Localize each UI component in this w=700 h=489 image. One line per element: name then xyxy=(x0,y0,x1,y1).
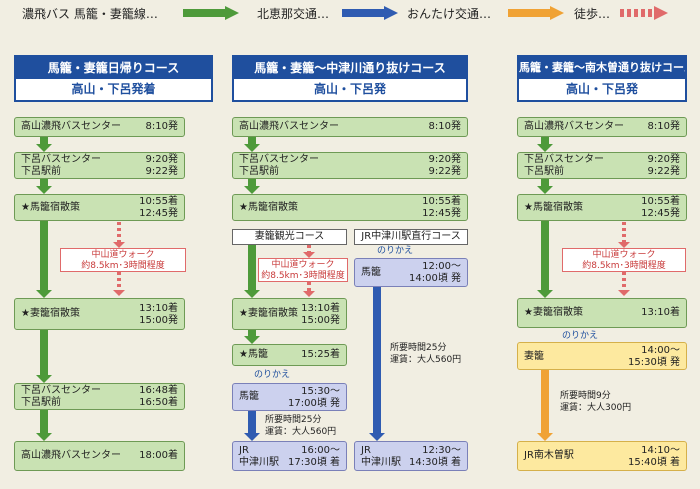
col2-a-arrow-icon xyxy=(244,336,260,344)
col1-arrow-icon xyxy=(36,375,52,383)
col2-a-stop-magome: ★馬籠 15:25着 xyxy=(232,344,347,366)
col3-subtitle: 高山・下呂発 xyxy=(565,82,638,96)
col1-walk-arrow-icon xyxy=(113,242,125,248)
legend-green-arrow-icon xyxy=(183,6,239,20)
col1-stop-gero-return: 下呂バスセンター 下呂駅前 16:48着 16:50着 xyxy=(14,383,185,410)
col1-stop-takayama: 高山濃飛バスセンター 8:10発 xyxy=(14,117,185,137)
col1-arrow-icon xyxy=(36,433,52,441)
col3-arrow-icon xyxy=(537,144,553,152)
col1-connector xyxy=(40,179,48,186)
legend-walk-label: 徒歩… xyxy=(574,7,611,21)
col1-subtitle: 高山・下呂発着 xyxy=(71,82,156,96)
col1-stop-magome: ★馬籠宿散策 10:55着 12:45発 xyxy=(14,194,185,221)
col2-b-stop-nakatsugawa: JR 中津川駅 12:30～ 14:30頃 着 xyxy=(354,441,468,471)
col2-arrow-icon xyxy=(244,186,260,194)
col1-arrow-icon xyxy=(36,290,52,298)
col3-header: 馬籠・妻籠～南木曽通り抜けコース 高山・下呂発 xyxy=(517,55,687,102)
col2-a-connector xyxy=(248,330,256,336)
col2-a-bus-magome: 馬籠 15:30～ 17:00頃 発 xyxy=(232,383,347,411)
col2-walk-box: 中山道ウォーク 約8.5km･3時間程度 xyxy=(258,258,348,282)
legend-orange-arrow-icon xyxy=(508,6,564,20)
col2-walk-line xyxy=(307,282,311,291)
col3-walk-arrow-icon xyxy=(618,290,630,296)
col3-ride-note: 所要時間9分 運賃：大人300円 xyxy=(560,391,632,413)
col1-walk-box: 中山道ウォーク 約8.5km･3時間程度 xyxy=(60,248,186,272)
col1-connector xyxy=(40,137,48,144)
col3-stop-takayama: 高山濃飛バスセンター 8:10発 xyxy=(517,117,687,137)
col2-sub-b-label: JR中津川駅直行コース xyxy=(354,229,468,245)
col2-walk-arrow-icon xyxy=(303,252,315,258)
legend-kitaena-label: 北恵那交通… xyxy=(257,7,330,21)
col1-header: 馬籠・妻籠日帰りコース 高山・下呂発着 xyxy=(14,55,213,102)
col2-subtitle: 高山・下呂発 xyxy=(313,82,386,96)
col2-arrow-icon xyxy=(244,144,260,152)
col1-stop-tsumago: ★妻籠宿散策 13:10着 15:00発 xyxy=(14,298,185,330)
legend-blue-arrow-icon xyxy=(342,6,398,20)
col3-walk-arrow-icon xyxy=(618,242,630,248)
col1-walk-arrow-icon xyxy=(113,290,125,296)
col3-bus-line xyxy=(541,370,549,433)
col3-stop-gero: 下呂バスセンター 下呂駅前 9:20発 9:22発 xyxy=(517,152,687,179)
col3-walk-line xyxy=(622,272,626,290)
col2-a-transfer-note: のりかえ xyxy=(254,370,291,380)
legend-dashed-arrow-icon xyxy=(620,6,668,20)
col2-title: 馬籠・妻籠～中津川通り抜けコース xyxy=(234,57,466,79)
col1-stop-takayama-return: 高山濃飛バスセンター 18:00着 xyxy=(14,441,185,471)
col2-walk-line xyxy=(307,245,311,253)
col1-connector xyxy=(40,410,48,433)
col1-arrow-icon xyxy=(36,186,52,194)
col3-stop-nagiso: JR南木曽駅 14:10～ 15:40頃 着 xyxy=(517,441,687,471)
legend-nohi-label: 濃飛バス 馬籠・妻籠線… xyxy=(22,7,158,21)
col3-bus-tsumago: 妻籠 14:00～ 15:30頃 発 xyxy=(517,342,687,370)
col1-arrow-icon xyxy=(36,144,52,152)
col3-connector xyxy=(541,179,549,186)
col1-connector xyxy=(40,221,48,290)
col3-arrow-icon xyxy=(537,186,553,194)
col3-walk-line xyxy=(622,222,626,242)
col2-sub-a-label: 妻籠観光コース xyxy=(232,229,347,245)
col2-a-connector xyxy=(248,245,256,290)
col3-connector xyxy=(541,137,549,144)
col3-bus-arrow-icon xyxy=(537,433,553,441)
col2-a-stop-tsumago: ★妻籠宿散策 13:10着 15:00発 xyxy=(232,298,347,330)
col1-title: 馬籠・妻籠日帰りコース xyxy=(16,57,211,79)
col3-stop-magome: ★馬籠宿散策 10:55着 12:45発 xyxy=(517,194,687,221)
col2-a-bus-arrow-icon xyxy=(244,433,260,441)
col2-stop-takayama: 高山濃飛バスセンター 8:10発 xyxy=(232,117,468,137)
col2-b-transfer-note: のりかえ xyxy=(377,246,414,256)
col3-title: 馬籠・妻籠～南木曽通り抜けコース xyxy=(519,57,685,79)
col1-walk-line xyxy=(117,272,121,290)
col1-stop-gero: 下呂バスセンター 下呂駅前 9:20発 9:22発 xyxy=(14,152,185,179)
col3-stop-tsumago: ★妻籠宿散策 13:10着 xyxy=(517,298,687,328)
col2-a-stop-nakatsugawa: JR 中津川駅 16:00～ 17:30頃 着 xyxy=(232,441,347,471)
col2-b-ride-note: 所要時間25分 運賃：大人560円 xyxy=(390,343,462,365)
col2-a-ride-note: 所要時間25分 運賃：大人560円 xyxy=(265,415,337,437)
col1-walk-line xyxy=(117,222,121,242)
col2-b-bus-magome: 馬籠 12:00～ 14:00頃 発 xyxy=(354,258,468,287)
col2-connector xyxy=(248,137,256,144)
col3-transfer-note: のりかえ xyxy=(562,331,599,341)
col3-connector xyxy=(541,221,549,290)
col2-connector xyxy=(248,179,256,186)
col2-header: 馬籠・妻籠～中津川通り抜けコース 高山・下呂発 xyxy=(232,55,468,102)
legend-ontake-label: おんたけ交通… xyxy=(407,7,492,21)
col2-b-bus-arrow-icon xyxy=(369,433,385,441)
col2-a-arrow-icon xyxy=(244,290,260,298)
col3-walk-box: 中山道ウォーク 約8.5km･3時間程度 xyxy=(562,248,686,272)
col2-stop-gero: 下呂バスセンター 下呂駅前 9:20発 9:22発 xyxy=(232,152,468,179)
col3-arrow-icon xyxy=(537,290,553,298)
col2-a-bus-line xyxy=(248,411,256,433)
col2-b-bus-line xyxy=(373,287,381,433)
col1-connector xyxy=(40,330,48,375)
col2-stop-magome: ★馬籠宿散策 10:55着 12:45発 xyxy=(232,194,468,221)
col2-walk-arrow-icon xyxy=(303,291,315,297)
